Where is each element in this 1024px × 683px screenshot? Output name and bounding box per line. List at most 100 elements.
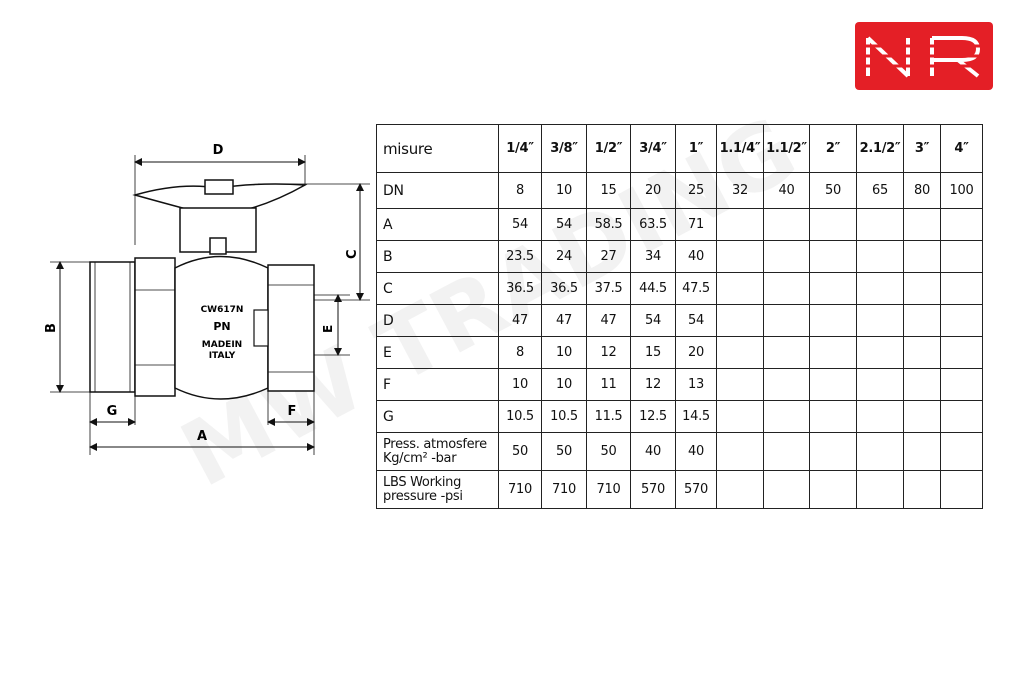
table-cell: 50 bbox=[498, 432, 542, 471]
table-cell: 71 bbox=[675, 208, 717, 241]
table-cell: 10 bbox=[541, 368, 587, 401]
table-cell bbox=[763, 304, 810, 337]
table-cell bbox=[903, 240, 941, 273]
table-cell bbox=[856, 400, 904, 433]
row-label: E bbox=[376, 336, 499, 369]
table-cell: 47 bbox=[586, 304, 631, 337]
dim-label-a: A bbox=[197, 429, 207, 444]
body-mark-pn: PN bbox=[213, 320, 230, 333]
table-cell: 8 bbox=[498, 172, 542, 209]
table-cell bbox=[716, 272, 764, 305]
table-cell bbox=[809, 272, 857, 305]
table-cell bbox=[716, 400, 764, 433]
table-cell bbox=[856, 470, 904, 509]
table-cell: 65 bbox=[856, 172, 904, 209]
table-cell: 47 bbox=[498, 304, 542, 337]
table-cell: 12 bbox=[630, 368, 676, 401]
dim-label-c: C bbox=[345, 249, 360, 259]
dim-label-e: E bbox=[321, 325, 335, 333]
table-cell: 50 bbox=[541, 432, 587, 471]
row-label: G bbox=[376, 400, 499, 433]
table-cell bbox=[856, 368, 904, 401]
size-header-cell: 3/4″ bbox=[630, 124, 676, 173]
table-cell: 47 bbox=[541, 304, 587, 337]
table-cell bbox=[903, 336, 941, 369]
table-cell bbox=[716, 240, 764, 273]
table-cell bbox=[716, 432, 764, 471]
table-cell bbox=[856, 336, 904, 369]
dim-label-g: G bbox=[107, 404, 118, 419]
row-label: B bbox=[376, 240, 499, 273]
table-cell bbox=[716, 336, 764, 369]
table-cell bbox=[809, 240, 857, 273]
table-cell: 23.5 bbox=[498, 240, 542, 273]
table-cell: 32 bbox=[716, 172, 764, 209]
table-cell: 10 bbox=[498, 368, 542, 401]
table-cell bbox=[716, 470, 764, 509]
table-cell bbox=[856, 304, 904, 337]
nr-logo-mark bbox=[862, 36, 986, 78]
size-header-cell: 1/4″ bbox=[498, 124, 542, 173]
table-cell bbox=[940, 240, 983, 273]
table-cell: 11 bbox=[586, 368, 631, 401]
table-cell: 54 bbox=[675, 304, 717, 337]
table-cell: 100 bbox=[940, 172, 983, 209]
table-cell bbox=[809, 304, 857, 337]
table-cell: 37.5 bbox=[586, 272, 631, 305]
table-cell bbox=[903, 400, 941, 433]
table-cell: 47.5 bbox=[675, 272, 717, 305]
table-cell: 40 bbox=[630, 432, 676, 471]
table-cell: 58.5 bbox=[586, 208, 631, 241]
body-mark-madein: MADEIN bbox=[202, 340, 242, 350]
row-label: F bbox=[376, 368, 499, 401]
table-cell bbox=[809, 400, 857, 433]
table-cell bbox=[763, 400, 810, 433]
table-cell: 27 bbox=[586, 240, 631, 273]
table-cell: 50 bbox=[809, 172, 857, 209]
table-cell bbox=[763, 208, 810, 241]
table-cell: 8 bbox=[498, 336, 542, 369]
table-cell bbox=[940, 432, 983, 471]
table-cell: 10.5 bbox=[541, 400, 587, 433]
table-cell: 710 bbox=[498, 470, 542, 509]
table-cell: 13 bbox=[675, 368, 717, 401]
table-cell bbox=[856, 272, 904, 305]
table-cell bbox=[903, 272, 941, 305]
table-cell: 10 bbox=[541, 172, 587, 209]
table-cell bbox=[809, 368, 857, 401]
table-cell bbox=[940, 400, 983, 433]
size-header-cell: 2.1/2″ bbox=[856, 124, 904, 173]
table-cell: 40 bbox=[675, 240, 717, 273]
table-cell bbox=[940, 368, 983, 401]
table-cell bbox=[763, 470, 810, 509]
table-cell bbox=[763, 240, 810, 273]
size-header-cell: 3″ bbox=[903, 124, 941, 173]
size-header-cell: 1.1/4″ bbox=[716, 124, 764, 173]
table-cell: 10 bbox=[541, 336, 587, 369]
table-cell: 11.5 bbox=[586, 400, 631, 433]
table-cell: 54 bbox=[541, 208, 587, 241]
table-cell: 570 bbox=[630, 470, 676, 509]
size-header-cell: 4″ bbox=[940, 124, 983, 173]
table-cell bbox=[856, 208, 904, 241]
dim-label-b: B bbox=[44, 323, 59, 333]
table-cell bbox=[940, 304, 983, 337]
table-cell bbox=[940, 272, 983, 305]
table-cell: 40 bbox=[763, 172, 810, 209]
ball-valve-drawing: D C CW617N PN MADEIN ITALY E B G F A bbox=[44, 143, 370, 455]
row-label: C bbox=[376, 272, 499, 305]
size-header-cell: 1.1/2″ bbox=[763, 124, 810, 173]
table-cell: 24 bbox=[541, 240, 587, 273]
table-cell bbox=[809, 432, 857, 471]
table-cell: 10.5 bbox=[498, 400, 542, 433]
table-cell bbox=[716, 208, 764, 241]
